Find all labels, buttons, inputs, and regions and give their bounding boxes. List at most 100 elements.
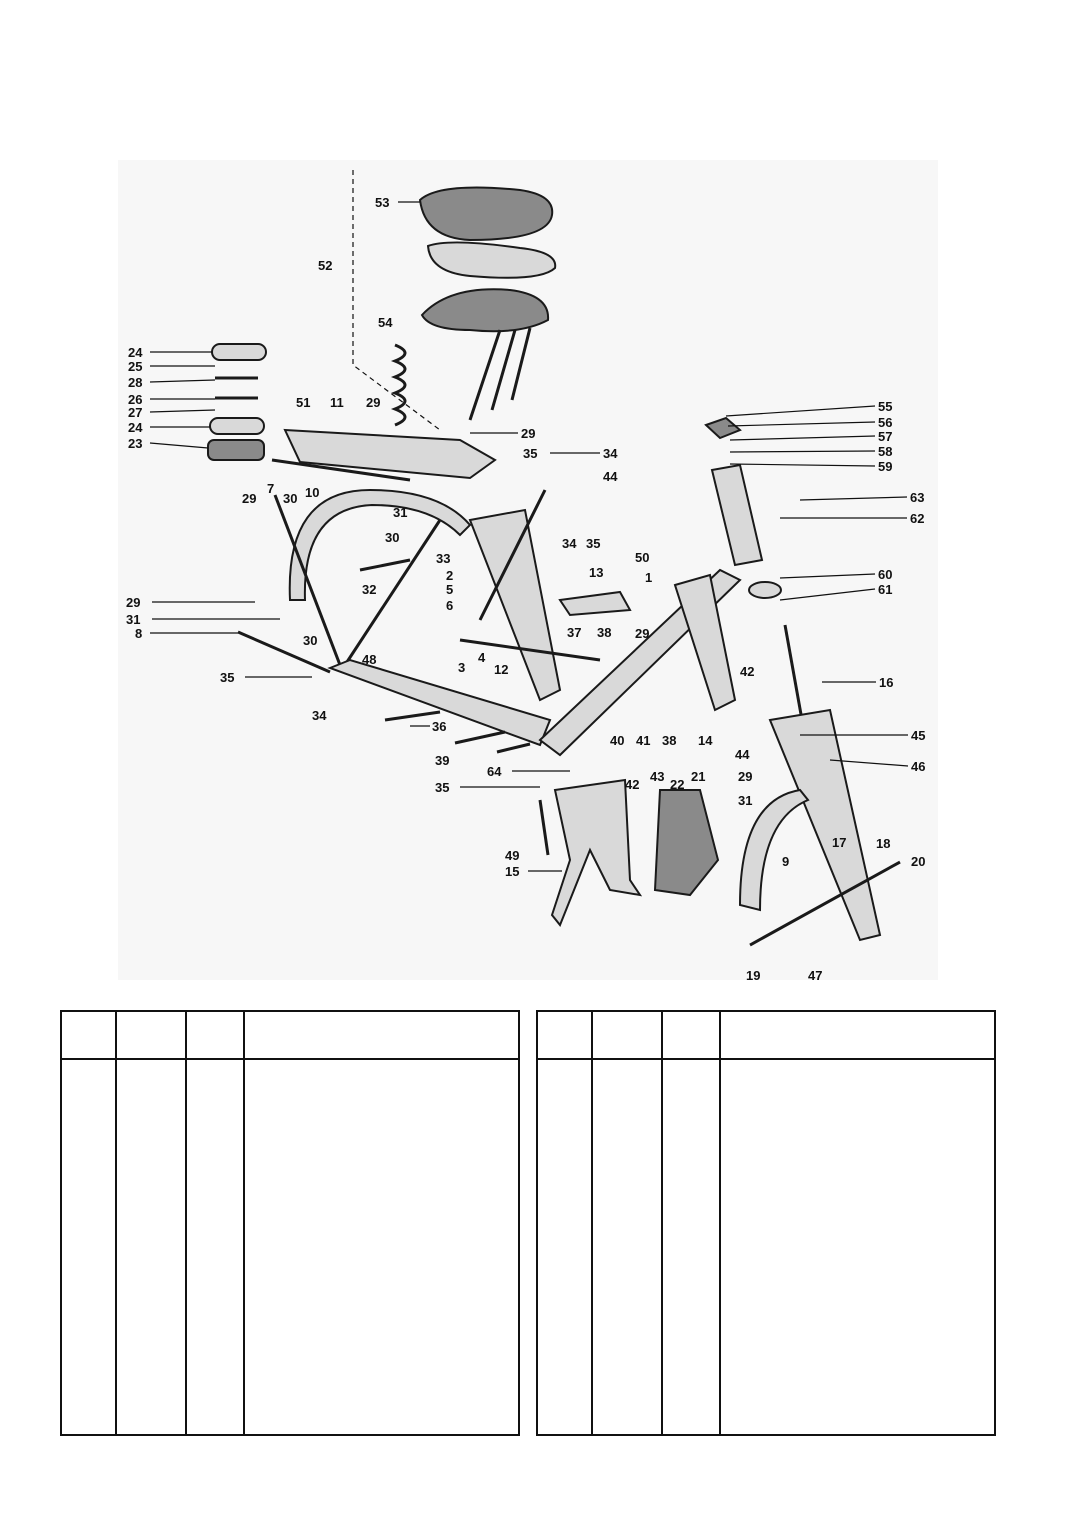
callout-61: 61	[878, 582, 892, 597]
callout-64: 64	[487, 764, 502, 779]
callout-30-low: 30	[303, 633, 317, 648]
stand-illustration	[538, 778, 720, 927]
callout-50: 50	[635, 550, 649, 565]
callout-34-top: 34	[603, 446, 618, 461]
callout-15: 15	[505, 864, 519, 879]
callout-29-rack: 29	[366, 395, 380, 410]
parts-table-left-col-divider	[185, 1012, 187, 1434]
callout-40: 40	[610, 733, 624, 748]
parts-table-left-col-divider	[243, 1012, 245, 1434]
luggage-carrier-illustration	[207, 343, 497, 482]
callout-44-top: 44	[603, 469, 618, 484]
callout-45: 45	[911, 728, 925, 743]
callout-5: 5	[446, 582, 453, 597]
callout-32: 32	[362, 582, 376, 597]
callout-30-top: 30	[283, 491, 297, 506]
callout-labels: 53 52 54 24 25 28 26 27 24 23 51 11 29 2…	[126, 195, 925, 983]
callout-38-top: 38	[597, 625, 611, 640]
parts-table-left-col-divider	[115, 1012, 117, 1434]
callout-48: 48	[362, 652, 376, 667]
callout-35-mid: 35	[586, 536, 600, 551]
callout-26: 26	[128, 392, 142, 407]
callout-31-top: 31	[393, 505, 407, 520]
callout-29-rear: 29	[126, 595, 140, 610]
parts-table-right-header-rule	[538, 1058, 994, 1060]
callout-62: 62	[910, 511, 924, 526]
callout-51: 51	[296, 395, 310, 410]
callout-57: 57	[878, 429, 892, 444]
callout-21: 21	[691, 769, 705, 784]
callout-38: 38	[662, 733, 676, 748]
callout-9: 9	[782, 854, 789, 869]
callout-17: 17	[832, 835, 846, 850]
callout-28: 28	[128, 375, 142, 390]
parts-table-right	[536, 1010, 996, 1436]
seat-assembly-illustration	[352, 170, 557, 431]
callout-33: 33	[436, 551, 450, 566]
callout-20: 20	[911, 854, 925, 869]
callout-10: 10	[305, 485, 319, 500]
callout-31-fork: 31	[738, 793, 752, 808]
callout-41: 41	[636, 733, 650, 748]
callout-23: 23	[128, 436, 142, 451]
callout-43: 43	[650, 769, 664, 784]
callout-13: 13	[589, 565, 603, 580]
callout-27: 27	[128, 405, 142, 420]
callout-24b: 24	[128, 420, 143, 435]
callout-42: 42	[740, 664, 754, 679]
callout-7: 7	[267, 481, 274, 496]
callout-54: 54	[378, 315, 393, 330]
callout-6: 6	[446, 598, 453, 613]
callout-36: 36	[432, 719, 446, 734]
rear-mudguard-illustration	[237, 488, 472, 674]
callout-1: 1	[645, 570, 652, 585]
callout-35-stand: 35	[435, 780, 449, 795]
parts-table-right-col-divider	[591, 1012, 593, 1434]
callout-11: 11	[330, 395, 344, 410]
callout-18: 18	[876, 836, 890, 851]
callout-14: 14	[698, 733, 713, 748]
callout-35-top: 35	[523, 446, 537, 461]
callout-2: 2	[446, 568, 453, 583]
callout-22: 22	[670, 777, 684, 792]
callout-53: 53	[375, 195, 389, 210]
bolts-illustration	[359, 558, 531, 754]
callout-29-front: 29	[635, 626, 649, 641]
parts-table-right-col-divider	[661, 1012, 663, 1434]
callout-52: 52	[318, 258, 332, 273]
callout-37: 37	[567, 625, 581, 640]
callout-42-low: 42	[625, 777, 639, 792]
callout-34-mid: 34	[562, 536, 577, 551]
callout-56: 56	[878, 415, 892, 430]
callout-29-fork: 29	[738, 769, 752, 784]
callout-8: 8	[135, 626, 142, 641]
callout-60: 60	[878, 567, 892, 582]
callout-35-rear: 35	[220, 670, 234, 685]
parts-table-left-header-rule	[62, 1058, 518, 1060]
callout-29-left: 29	[242, 491, 256, 506]
callout-12: 12	[494, 662, 508, 677]
callout-29-seat: 29	[521, 426, 535, 441]
callout-55: 55	[878, 399, 892, 414]
callout-3: 3	[458, 660, 465, 675]
callout-49: 49	[505, 848, 519, 863]
main-frame-illustration	[327, 489, 742, 757]
callout-63: 63	[910, 490, 924, 505]
callout-31-rear: 31	[126, 612, 140, 627]
callout-19: 19	[746, 968, 760, 983]
parts-table-right-col-divider	[719, 1012, 721, 1434]
callout-59: 59	[878, 459, 892, 474]
exploded-parts-diagram: 53 52 54 24 25 28 26 27 24 23 51 11 29 2…	[126, 170, 926, 983]
callout-47: 47	[808, 968, 822, 983]
parts-table-left	[60, 1010, 520, 1436]
callout-46: 46	[911, 759, 925, 774]
callout-30-mid: 30	[385, 530, 399, 545]
callout-39: 39	[435, 753, 449, 768]
callout-44: 44	[735, 747, 750, 762]
callout-58: 58	[878, 444, 892, 459]
callout-25: 25	[128, 359, 142, 374]
steering-head-illustration	[704, 416, 901, 947]
callout-16: 16	[879, 675, 893, 690]
callout-4: 4	[478, 650, 486, 665]
callout-24: 24	[128, 345, 143, 360]
